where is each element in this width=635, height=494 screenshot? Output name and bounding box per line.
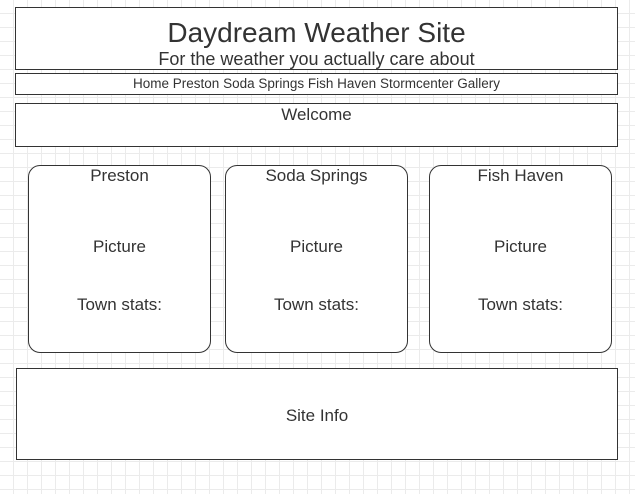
town-card-title: Fish Haven bbox=[477, 166, 564, 185]
site-header: Daydream Weather Site For the weather yo… bbox=[15, 7, 618, 70]
town-card-stats: Town stats: bbox=[76, 295, 163, 314]
site-footer: Site Info bbox=[16, 368, 618, 460]
nav-link-home[interactable]: Home bbox=[132, 76, 169, 91]
town-card-fish-haven[interactable]: Fish Haven Picture Town stats: bbox=[429, 165, 612, 353]
town-card-stats: Town stats: bbox=[273, 295, 360, 314]
welcome-section: Welcome bbox=[15, 103, 618, 147]
town-card-stats: Town stats: bbox=[477, 295, 564, 314]
town-card-picture: Picture bbox=[494, 237, 547, 256]
town-card-title: Soda Springs bbox=[265, 166, 368, 185]
footer-text: Site Info bbox=[285, 406, 349, 425]
nav-bar: Home Preston Soda Springs Fish Haven Sto… bbox=[15, 73, 618, 95]
site-tagline: For the weather you actually care about bbox=[158, 49, 475, 69]
nav-link-stormcenter[interactable]: Stormcenter bbox=[379, 76, 454, 91]
welcome-text: Welcome bbox=[281, 105, 352, 124]
town-card-soda-springs[interactable]: Soda Springs Picture Town stats: bbox=[225, 165, 408, 353]
town-card-picture: Picture bbox=[290, 237, 343, 256]
town-card-picture: Picture bbox=[93, 237, 146, 256]
nav-link-soda-springs[interactable]: Soda Springs bbox=[223, 76, 305, 91]
nav-link-fish-haven[interactable]: Fish Haven bbox=[307, 76, 377, 91]
nav-link-gallery[interactable]: Gallery bbox=[457, 76, 500, 91]
town-card-preston[interactable]: Preston Picture Town stats: bbox=[28, 165, 211, 353]
town-card-title: Preston bbox=[90, 166, 149, 185]
nav-link-preston[interactable]: Preston bbox=[172, 76, 220, 91]
site-title: Daydream Weather Site bbox=[167, 17, 466, 48]
